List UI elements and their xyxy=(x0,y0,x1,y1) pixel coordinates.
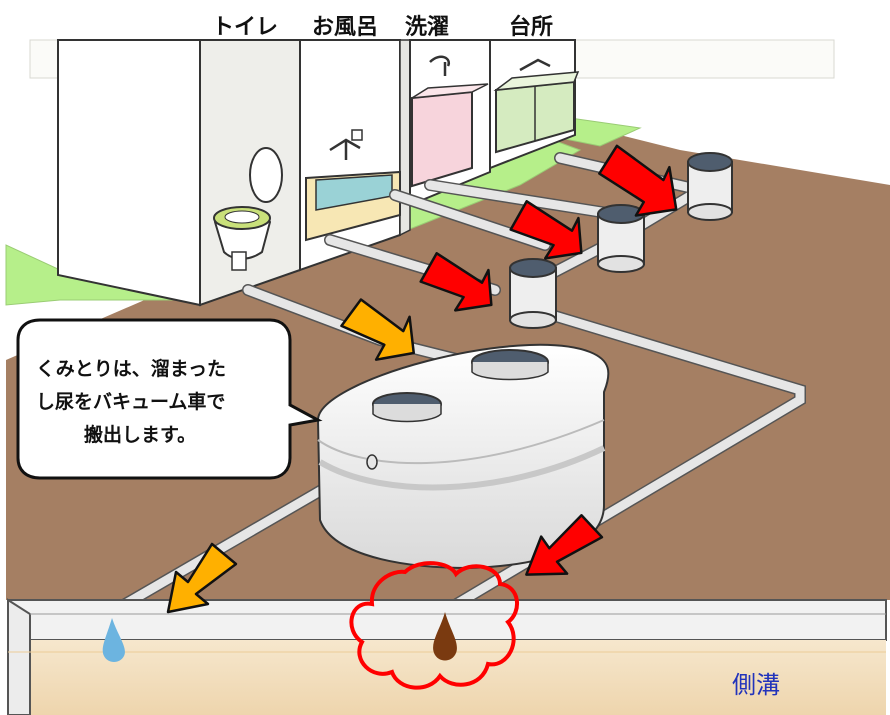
label-toilet: トイレ xyxy=(212,15,278,40)
roadside-ditch xyxy=(7,598,887,715)
room-labels: トイレ お風呂 洗濯 台所 xyxy=(212,14,553,40)
arrow-icon xyxy=(509,200,583,260)
water-drop-icon xyxy=(102,618,125,662)
flow-arrows xyxy=(166,144,678,614)
label-bath: お風呂 xyxy=(312,15,378,40)
inspection-chambers xyxy=(509,152,733,329)
chamber-3 xyxy=(687,152,733,221)
kitchen-cabinet xyxy=(493,58,580,154)
ditch-label: 側溝 xyxy=(732,671,780,699)
bathtub-fixture xyxy=(305,129,401,242)
callout-bubble: くみとりは、溜まった し尿をバキューム車で 搬出します。 xyxy=(16,318,323,480)
washing-machine xyxy=(411,55,489,188)
arrow-icon xyxy=(166,542,238,614)
arrow-icon xyxy=(340,298,415,361)
septic-tank xyxy=(316,343,610,570)
callout-line-3: 搬出します。 xyxy=(84,423,196,446)
label-kitchen: 台所 xyxy=(509,14,553,40)
callout-line-1: くみとりは、溜まった xyxy=(36,357,226,380)
cloud-outline-icon xyxy=(349,561,519,690)
discharges xyxy=(102,561,519,690)
label-laundry: 洗濯 xyxy=(405,15,449,40)
toilet-fixture xyxy=(213,147,283,271)
callout-line-2: し尿をバキューム車で xyxy=(36,390,225,413)
arrow-icon xyxy=(598,144,678,217)
chamber-2 xyxy=(597,204,645,273)
arrow-icon xyxy=(419,252,493,312)
arrow-icon xyxy=(525,514,604,576)
chamber-1 xyxy=(509,258,557,329)
dirty-drop-icon xyxy=(433,612,457,661)
